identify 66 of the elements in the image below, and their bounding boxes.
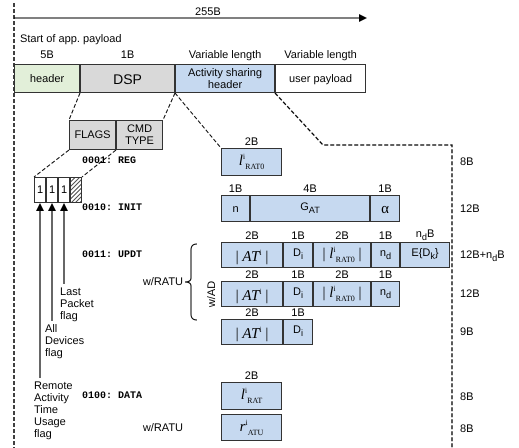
formula-field: | AT$^{i}$ |: [221, 281, 283, 307]
length-label: 8B: [460, 391, 474, 403]
field-box: D$_{i}$: [283, 281, 313, 307]
field-box: E{D$_{k}$}: [400, 242, 450, 268]
size-label: 2B: [244, 370, 258, 382]
hatched-bit-cell: [70, 177, 82, 203]
size-label: Variable length: [188, 49, 262, 61]
size-label: 1B: [378, 230, 392, 242]
arrow: [36, 203, 44, 378]
size-label: 2B: [245, 230, 259, 242]
length-label: 9B: [460, 326, 474, 338]
condition-label: w/AD: [206, 280, 218, 308]
flag-label: All Devices flag: [45, 323, 95, 359]
length-label: 12B+n$_{d}$B: [460, 249, 505, 264]
size-label: 1B: [378, 183, 392, 195]
size-label: Variable length: [284, 49, 357, 61]
formula-field: | l$^{i}$$_{RAT0}$ |: [313, 281, 371, 307]
size-label: 2B: [244, 136, 258, 148]
length-label: 12B: [460, 203, 480, 215]
field-box: D$_{i}$: [283, 319, 313, 345]
field-box: n: [221, 195, 250, 222]
command-label: 0100: DATA: [82, 391, 142, 403]
formula-field: | AT$^{i}$ |: [221, 319, 283, 345]
command-label: 0010: INIT: [82, 203, 142, 215]
bit-cell: 1: [34, 177, 46, 203]
length-label: 8B: [460, 156, 474, 168]
condition-label: w/RATU: [142, 422, 183, 434]
length-label: 8B: [460, 423, 474, 435]
field-box: FLAGS: [69, 120, 116, 150]
field-caption: Start of app. payload: [20, 33, 122, 45]
size-label: 2B: [335, 230, 349, 242]
command-label: 0001: REG: [82, 156, 136, 168]
field-box: D$_{i}$: [283, 242, 313, 268]
field-box: CMD TYPE: [116, 120, 163, 150]
command-label: 0011: UPDT: [82, 250, 142, 262]
bit-cell: 1: [58, 177, 70, 203]
field-box: n$_{d}$: [371, 242, 400, 268]
condition-label: w/RATU: [142, 276, 183, 288]
field-box: n$_{d}$: [371, 281, 400, 307]
arrow: [60, 203, 68, 284]
field-box: header: [14, 64, 80, 93]
size-label: 1B: [120, 49, 134, 61]
bit-cell: 1: [46, 177, 58, 203]
size-label: 5B: [40, 49, 54, 61]
size-label: 1B: [228, 183, 242, 195]
formula-field: | l$^{i}$$_{RAT0}$ |: [313, 242, 371, 268]
size-label: n$_{d}$B: [416, 228, 434, 244]
size-label: 2B: [245, 269, 259, 281]
length-label: 12B: [460, 288, 480, 300]
field-box: user payload: [275, 64, 366, 93]
dimension-label: 255B: [195, 6, 221, 18]
formula-field: α: [370, 195, 400, 222]
field-box: DSP: [80, 64, 175, 93]
size-label: 1B: [291, 307, 305, 319]
flag-label: Remote Activity Time Usage flag: [34, 380, 80, 440]
size-label: 1B: [291, 230, 305, 242]
size-label: 1B: [291, 269, 305, 281]
field-box: Activity sharing header: [175, 64, 275, 93]
flag-label: Last Packet flag: [60, 286, 110, 322]
formula-field: | AT$^{i}$ |: [221, 242, 283, 268]
size-label: 4B: [303, 183, 317, 195]
arrow: [48, 203, 56, 321]
size-label: 2B: [335, 269, 349, 281]
size-label: 2B: [245, 307, 259, 319]
size-label: 1B: [378, 269, 392, 281]
formula-field: G$_{AT}$: [250, 195, 370, 222]
